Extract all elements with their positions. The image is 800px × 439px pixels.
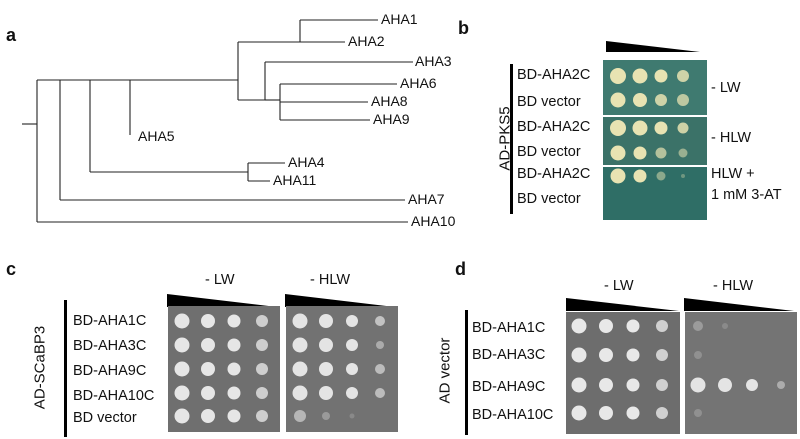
row-label-b-3: BD-AHA2C bbox=[517, 119, 591, 135]
plate-title-c-lw: - LW bbox=[205, 272, 235, 288]
condition-3at-line1: HLW + bbox=[711, 166, 755, 182]
row-label-d-3: BD-AHA9C bbox=[472, 379, 546, 395]
leaf-aha11: AHA11 bbox=[273, 172, 317, 188]
dilution-wedge-d-hlw bbox=[684, 298, 794, 311]
leaf-aha4: AHA4 bbox=[288, 154, 325, 170]
row-label-b-5: BD-AHA2C bbox=[517, 166, 591, 182]
row-label-b-1: BD-AHA2C bbox=[517, 67, 591, 83]
row-label-d-4: BD-AHA10C bbox=[472, 407, 554, 423]
leaf-aha3: AHA3 bbox=[415, 53, 452, 69]
panel-d-letter: d bbox=[455, 259, 466, 279]
phylogenetic-tree bbox=[22, 19, 413, 223]
leaf-aha2: AHA2 bbox=[348, 33, 385, 49]
panel-b-letter: b bbox=[458, 18, 469, 38]
leaf-aha10: AHA10 bbox=[411, 213, 456, 229]
group-bracket-c bbox=[64, 300, 67, 437]
condition-lw-b: - LW bbox=[711, 80, 741, 96]
panel-a-letter: a bbox=[6, 25, 17, 45]
plate-title-d-hlw: - HLW bbox=[713, 278, 754, 294]
row-label-c-1: BD-AHA1C bbox=[73, 313, 147, 329]
dilution-wedge-c-lw bbox=[167, 294, 277, 307]
group-bracket-d bbox=[465, 310, 468, 435]
spot-plate-d-hlw bbox=[685, 312, 797, 434]
spot-plate-c-hlw bbox=[286, 306, 398, 432]
row-label-c-4: BD-AHA10C bbox=[73, 388, 155, 404]
plate-title-d-lw: - LW bbox=[604, 278, 634, 294]
leaf-aha1: AHA1 bbox=[381, 11, 418, 27]
panel-c-letter: c bbox=[6, 259, 17, 279]
spot-plate-b bbox=[603, 60, 707, 220]
group-label-c: AD-SCaBP3 bbox=[31, 325, 49, 410]
row-label-d-1: BD-AHA1C bbox=[472, 320, 546, 336]
row-label-c-5: BD vector bbox=[73, 410, 137, 426]
row-label-c-2: BD-AHA3C bbox=[73, 338, 147, 354]
condition-hlw-b: - HLW bbox=[711, 130, 752, 146]
leaf-aha5: AHA5 bbox=[138, 128, 175, 144]
dilution-wedge-d-lw bbox=[566, 298, 679, 311]
group-label-d: AD vector bbox=[436, 337, 454, 404]
dilution-wedge-c-hlw bbox=[285, 294, 395, 307]
row-label-c-3: BD-AHA9C bbox=[73, 363, 147, 379]
plate-title-c-hlw: - HLW bbox=[310, 272, 351, 288]
row-label-d-2: BD-AHA3C bbox=[472, 347, 546, 363]
leaf-aha6: AHA6 bbox=[400, 75, 437, 91]
row-label-b-4: BD vector bbox=[517, 144, 581, 160]
group-label-b: AD-PKS5 bbox=[496, 106, 514, 171]
row-label-b-2: BD vector bbox=[517, 94, 581, 110]
leaf-aha7: AHA7 bbox=[408, 191, 445, 207]
condition-3at-line2: 1 mM 3-AT bbox=[711, 187, 782, 203]
row-label-b-6: BD vector bbox=[517, 191, 581, 207]
leaf-aha8: AHA8 bbox=[371, 93, 408, 109]
spot-plate-d-lw bbox=[566, 312, 680, 434]
leaf-aha9: AHA9 bbox=[373, 111, 410, 127]
group-bracket-b bbox=[510, 64, 513, 214]
spot-plate-c-lw bbox=[168, 306, 280, 432]
dilution-wedge-b bbox=[606, 41, 700, 52]
